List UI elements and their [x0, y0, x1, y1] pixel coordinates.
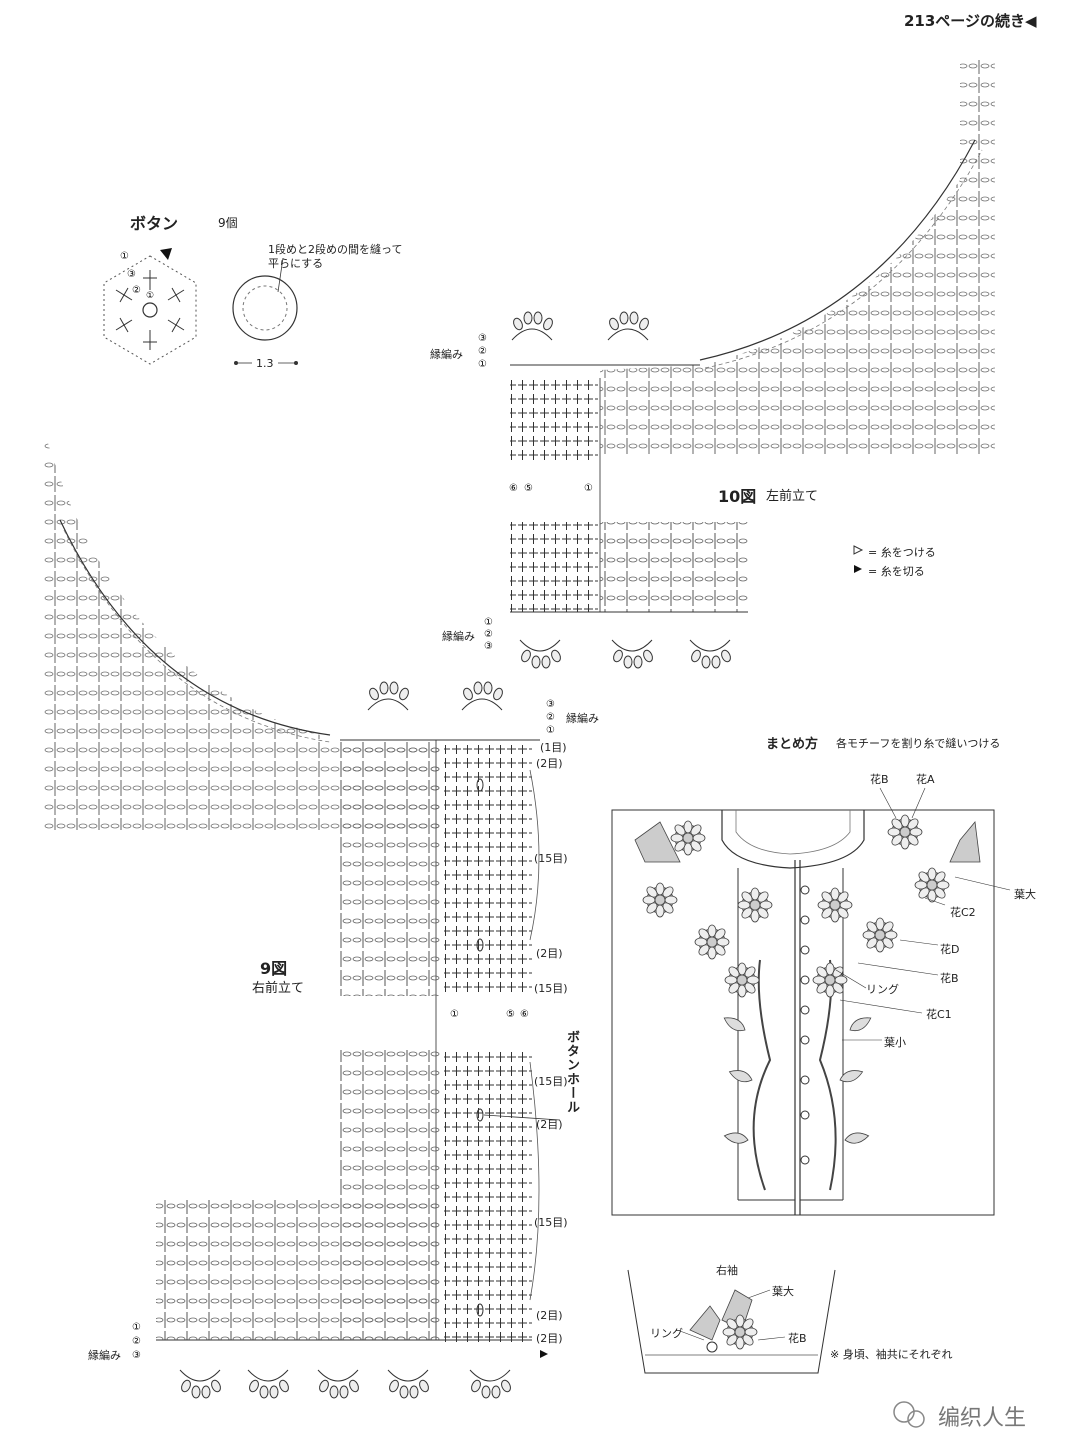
svg-text:①: ① [146, 291, 154, 301]
svg-text:⑥: ⑥ [520, 1009, 529, 1020]
row-count-1: (1目) [540, 741, 567, 754]
button-size: 1.3 [256, 357, 274, 370]
fig9-edging-label-top: 縁編み [566, 712, 599, 725]
label-flower-d: 花D [940, 943, 960, 956]
svg-text:②: ② [478, 346, 487, 357]
row-count-2c: (2目) [536, 1118, 563, 1131]
fig10-edging-label-top: 縁編み [430, 348, 463, 361]
page-reference: 213ページの続き◀ [904, 12, 1037, 30]
label-flower-c2: 花C2 [950, 906, 976, 919]
fig10-name: 左前立て [766, 489, 819, 504]
svg-text:②: ② [132, 1336, 141, 1347]
button-title: ボタン [130, 214, 179, 233]
svg-text:③: ③ [478, 333, 487, 344]
fig10-edging-label-bottom: 縁編み [442, 630, 475, 643]
svg-text:③: ③ [546, 699, 555, 710]
sleeve-label-flower-b: 花B [788, 1332, 807, 1345]
fig10-chart [510, 60, 995, 669]
label-leaf-large: 葉大 [1014, 888, 1036, 901]
sleeve-note: ※ 身頃、袖共にそれぞれ [830, 1348, 953, 1361]
svg-text:⑤: ⑤ [524, 483, 533, 494]
row-count-15c: (15目) [534, 1075, 568, 1088]
assembly-title: まとめ方 [766, 737, 819, 752]
label-flower-a: 花A [916, 773, 935, 786]
button-motif-chart [103, 248, 197, 365]
svg-text:③: ③ [484, 641, 493, 652]
button-note-1: 1段めと2段めの間を縫って [268, 243, 403, 256]
svg-text:①: ① [120, 251, 129, 262]
fig10-number: 10図 [718, 487, 757, 506]
row-count-2b: (2目) [536, 947, 563, 960]
sleeve-title: 右袖 [716, 1264, 738, 1277]
svg-text:①: ① [450, 1009, 459, 1020]
row-count-2d: (2目) [536, 1309, 563, 1322]
fig9-number: 9図 [260, 959, 288, 978]
svg-text:⑤: ⑤ [506, 1009, 515, 1020]
sleeve-label-leaf-large: 葉大 [772, 1285, 794, 1298]
fig9-chart [44, 430, 561, 1399]
label-flower-b: 花B [940, 972, 959, 985]
svg-text:①: ① [484, 617, 493, 628]
svg-text:③: ③ [127, 269, 136, 280]
sleeve-diagram [627, 1269, 836, 1374]
svg-text:⑥: ⑥ [509, 483, 518, 494]
assembly-subtitle: 各モチーフを割り糸で縫いつける [836, 737, 1001, 750]
svg-text:②: ② [132, 285, 141, 296]
legend-cut-yarn: = 糸を切る [868, 565, 925, 578]
buttonhole-label: ボタンホール [564, 1030, 579, 1114]
fig9-name: 右前立て [252, 981, 305, 996]
row-count-15a: (15目) [534, 852, 568, 865]
svg-text:②: ② [484, 629, 493, 640]
label-ring: リング [866, 983, 899, 996]
sleeve-label-ring: リング [650, 1327, 683, 1340]
svg-text:①: ① [546, 725, 555, 736]
button-side-view [232, 275, 298, 341]
assembly-diagram [611, 787, 1011, 1216]
svg-text:①: ① [584, 483, 593, 494]
row-count-2e: (2目) [536, 1332, 563, 1345]
svg-text:①: ① [478, 359, 487, 370]
fig9-edging-label-bottom: 縁編み [88, 1349, 121, 1362]
row-count-2a: (2目) [536, 757, 563, 770]
watermark: 编织人生 [938, 1406, 1027, 1431]
svg-text:①: ① [132, 1322, 141, 1333]
row-count-15b: (15目) [534, 982, 568, 995]
button-count: 9個 [218, 216, 238, 230]
row-count-15d: (15目) [534, 1216, 568, 1229]
label-flower-c1: 花C1 [926, 1008, 952, 1021]
svg-text:③: ③ [132, 1350, 141, 1361]
label-flower-b-top: 花B [870, 773, 889, 786]
svg-text:②: ② [546, 712, 555, 723]
legend-attach-yarn: = 糸をつける [868, 546, 936, 559]
label-leaf-small: 葉小 [884, 1036, 906, 1049]
